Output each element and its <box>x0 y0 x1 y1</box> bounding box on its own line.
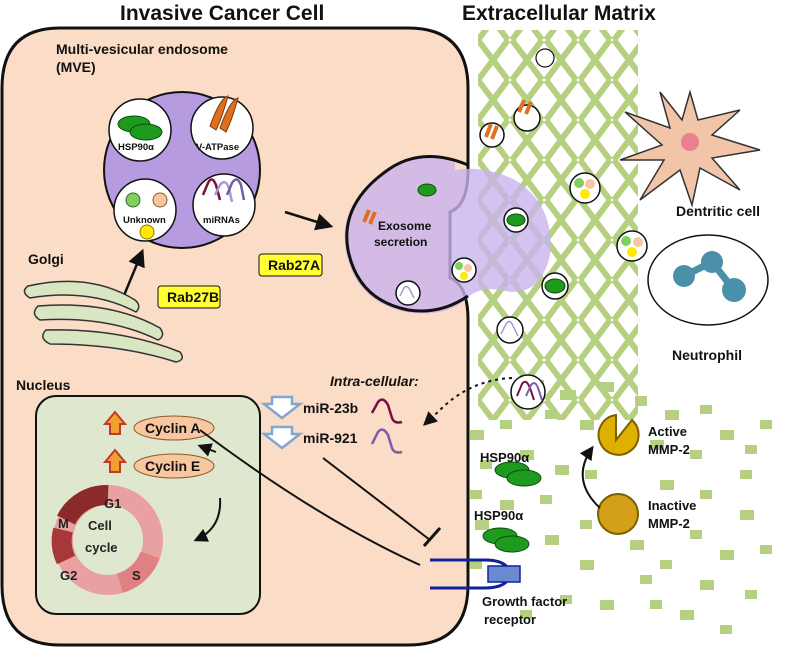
matrix-fragments <box>470 380 772 634</box>
cell-cycle-label-line2: cycle <box>85 540 118 555</box>
matrix-title: Extracellular Matrix <box>462 2 656 25</box>
receptor-to-cyclin-arrowhead <box>197 443 217 457</box>
exosome-mirna-2 <box>496 316 524 344</box>
mir-921-strand <box>370 428 403 454</box>
exosome-label-line2: secretion <box>374 235 427 249</box>
hsp90-lower <box>482 527 530 553</box>
golgi-label: Golgi <box>28 251 64 267</box>
rab27a-badge: Rab27A <box>258 253 323 277</box>
mve-to-membrane-arrow <box>284 210 334 231</box>
cyclin-a-label: Cyclin A <box>145 420 201 436</box>
phase-m: M <box>58 516 69 531</box>
rab27b-badge: Rab27B <box>157 285 221 309</box>
mir-921-label: miR-921 <box>303 430 358 446</box>
golgi-apparatus <box>23 280 183 363</box>
receptor-to-cyclin-arrow-line <box>199 429 421 566</box>
hsp90-upper-label: HSP90α <box>480 450 529 465</box>
mmp2-activation-arrow <box>579 445 601 509</box>
exosome-hsp-1 <box>417 183 437 197</box>
mve-vesicle-vatpase: V-ATPase <box>190 95 254 160</box>
neutrophil <box>647 234 769 326</box>
mve-vesicle-mirnas: miRNAs <box>192 173 256 237</box>
rab27b-label: Rab27B <box>167 289 219 305</box>
mve-cargo-mirnas-label: miRNAs <box>203 215 240 226</box>
exosomes <box>362 48 648 410</box>
down-arrow-icon <box>260 395 304 420</box>
mir-921-row: miR-921 <box>260 425 403 454</box>
exosome-white-1 <box>535 48 555 68</box>
cyclin-e-label: Cyclin E <box>145 458 200 474</box>
inactive-mmp2-line1: Inactive <box>648 498 696 513</box>
cell-cycle-ring: Cell cycle G1 S G2 M <box>51 485 163 595</box>
phase-g1: G1 <box>104 496 121 511</box>
cyclin-a: Cyclin A <box>102 410 215 441</box>
cell-cycle-label-line1: Cell <box>88 518 112 533</box>
mir-23b-strand <box>370 398 403 424</box>
down-arrow-icon <box>260 425 304 450</box>
mve-cargo-hsp90-label: HSP90α <box>118 142 154 153</box>
intracellular-title: Intra-cellular: <box>330 373 419 389</box>
mve-vesicle-unknown: Unknown <box>113 178 177 242</box>
cell-title: Invasive Cancer Cell <box>120 2 324 25</box>
receptor-label-line1: Growth factor <box>482 594 567 609</box>
dendritic-cell <box>619 89 761 208</box>
mve-cargo-unknown-label: Unknown <box>123 215 166 226</box>
exosome-vatpase-1 <box>479 122 505 148</box>
mir-23b-row: miR-23b <box>260 395 403 424</box>
nucleus-label: Nucleus <box>16 377 71 393</box>
growth-factor-receptor <box>430 558 521 590</box>
mir-23b-label: miR-23b <box>303 400 358 416</box>
exosome-unknown-1 <box>451 257 477 283</box>
receptor-label-line2: receptor <box>484 612 536 627</box>
inactive-mmp2-line2: MMP-2 <box>648 516 690 531</box>
exosome-vatpase-3 <box>362 209 377 225</box>
active-mmp2-line2: MMP-2 <box>648 442 690 457</box>
inactive-mmp2 <box>597 493 639 535</box>
hsp90-upper <box>494 461 542 487</box>
mir-inhibition-line <box>322 457 431 541</box>
mve-label-line2: (MVE) <box>56 59 96 75</box>
cyclin-e: Cyclin E <box>102 448 215 479</box>
exosome-bulge <box>344 157 551 314</box>
phase-g2: G2 <box>60 568 77 583</box>
inhibition-bar <box>422 527 442 547</box>
active-mmp2-line1: Active <box>648 424 687 439</box>
neutrophil-label: Neutrophil <box>672 347 742 363</box>
exosome-mirna-1 <box>395 280 421 306</box>
cyclin-to-cycle-arrow <box>193 497 222 542</box>
dendritic-label: Dentritic cell <box>676 203 760 219</box>
exosome-label-line1: Exosome <box>378 219 432 233</box>
rab27a-label: Rab27A <box>268 257 320 273</box>
hsp90-lower-label: HSP90α <box>474 508 523 523</box>
active-mmp2 <box>597 413 640 456</box>
mve-label-line1: Multi-vesicular endosome <box>56 41 228 57</box>
exosome-unknown-3 <box>616 230 648 262</box>
exosome-membrane <box>345 155 469 313</box>
exosome-unknown-2 <box>569 172 601 204</box>
multivesicular-endosome: HSP90α V-ATPase Unknown miRNAs <box>103 91 261 249</box>
exosome-hsp-2 <box>503 207 529 233</box>
exosome-uptake-arrow <box>422 377 513 426</box>
mve-vesicle-hsp90: HSP90α <box>108 98 172 162</box>
exosome-hsp-3 <box>541 272 569 300</box>
phase-s: S <box>132 568 141 583</box>
exosome-mirna-3 <box>510 374 546 410</box>
mve-cargo-vatpase-label: V-ATPase <box>196 142 239 153</box>
exosome-vatpase-2 <box>513 99 541 132</box>
